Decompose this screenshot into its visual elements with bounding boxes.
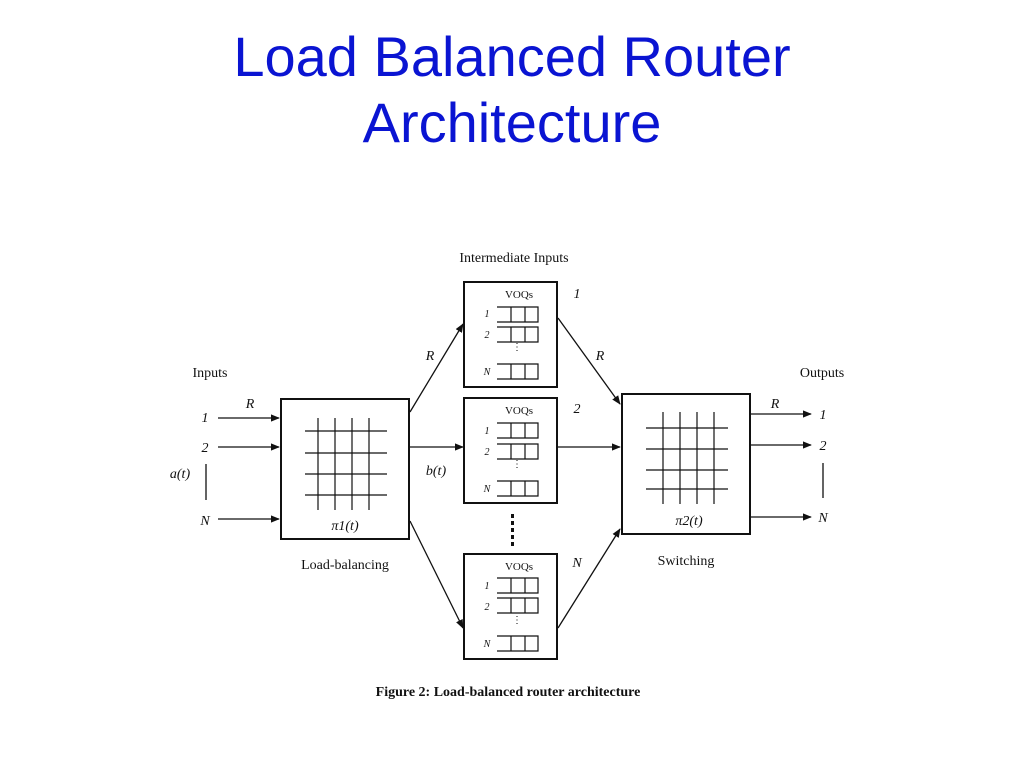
voq-queues [497,306,539,380]
lb-to-box1-arrow [409,323,464,413]
voq-index-2: 2 [485,447,490,458]
switch-rate-label: R [595,349,605,364]
intermediate-box-2-number: 2 [574,402,581,417]
crossbar-grid-1 [305,418,387,510]
voq-vertical-ellipsis: ⋮ [512,615,522,626]
switching-label: Switching [658,554,715,569]
input-port-n-label: N [199,514,210,529]
slide-title-line1: Load Balanced Router [233,25,791,88]
pi1-label: π1(t) [331,519,359,534]
output-rate-label: R [770,397,780,412]
voq-vertical-ellipsis: ⋮ [512,342,522,353]
voq-label: VOQs [505,405,533,417]
inputs-label: Inputs [193,366,228,381]
lb-to-boxn-arrow [409,520,464,629]
boxn-to-switch-arrow [557,528,621,629]
intermediate-box-1: VOQs 1 2 N ⋮ [463,281,558,388]
slide-title-line2: Architecture [362,91,662,154]
lb-rate-label: R [425,349,435,364]
voq-index-n: N [483,639,492,650]
input-signal-label: a(t) [170,467,191,482]
pi2-label: π2(t) [675,514,703,529]
voq-label: VOQs [505,561,533,573]
switching-stage: π2(t) [621,393,751,535]
box1-to-switch-arrow [557,317,621,405]
voq-index-n: N [483,367,492,378]
voq-index-1: 1 [485,581,490,592]
input-port-1-label: 1 [202,411,209,426]
intermediate-box-1-number: 1 [574,287,581,302]
intermediate-box-n: VOQs 1 2 N ⋮ [463,553,558,660]
intermediate-inputs-label: Intermediate Inputs [459,251,568,266]
voq-queues [497,577,539,652]
voq-label: VOQs [505,289,533,301]
output-port-1-label: 1 [820,408,827,423]
voq-queues [497,422,539,497]
voq-index-2: 2 [485,602,490,613]
input-rate-label: R [245,397,255,412]
input-port-2-label: 2 [202,441,209,456]
load-balancing-switch: π1(t) [280,398,410,540]
outputs-label: Outputs [800,366,844,381]
load-balancing-label: Load-balancing [301,558,389,573]
intermediate-boxes-ellipsis [511,514,514,546]
voq-index-2: 2 [485,330,490,341]
voq-index-1: 1 [485,309,490,320]
output-port-2-label: 2 [820,439,827,454]
intermediate-signal-label: b(t) [426,464,447,479]
voq-vertical-ellipsis: ⋮ [512,459,522,470]
voq-index-n: N [483,484,492,495]
crossbar-grid-2 [646,412,728,504]
intermediate-box-n-number: N [571,556,582,571]
intermediate-box-2: VOQs 1 2 N ⋮ [463,397,558,504]
voq-index-1: 1 [485,426,490,437]
output-port-n-label: N [817,511,828,526]
slide-title: Load Balanced Router Architecture [0,24,1024,156]
figure-caption: Figure 2: Load-balanced router architect… [376,685,641,700]
